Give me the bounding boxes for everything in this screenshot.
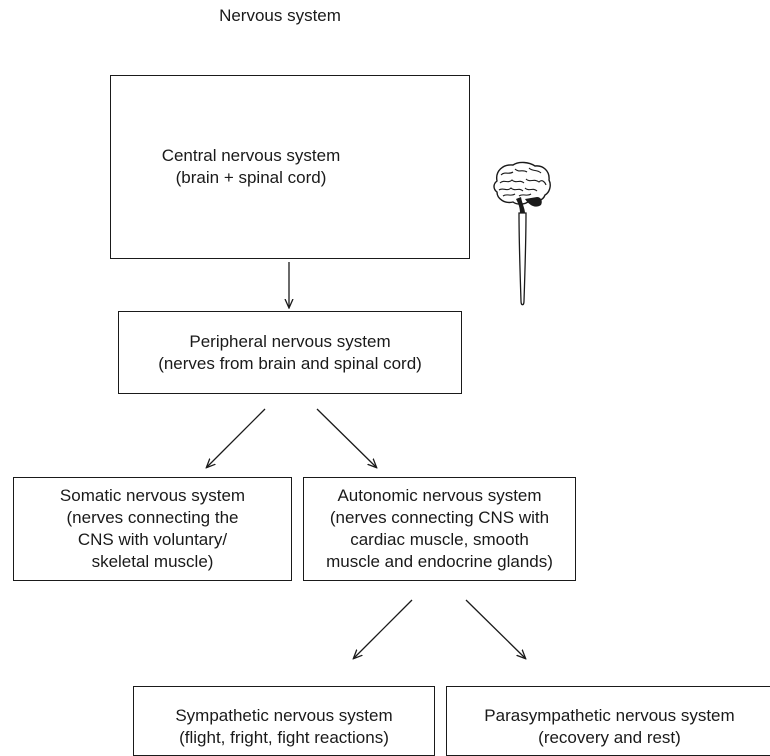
node-label: Autonomic nervous system	[337, 486, 542, 505]
arrow-autonomic-to-parasympathetic	[465, 599, 525, 658]
node-sublabel: (brain + spinal cord)	[175, 168, 327, 187]
node-sublabel: cardiac muscle, smooth	[350, 530, 529, 549]
node-label: Peripheral nervous system	[189, 331, 391, 351]
node-somatic-nervous-system: Somatic nervous system (nerves connectin…	[13, 477, 292, 581]
node-sublabel: (nerves from brain and spinal cord)	[158, 353, 422, 373]
diagram-title: Nervous system	[219, 6, 341, 25]
node-label: Sympathetic nervous system	[175, 706, 393, 725]
node-sublabel: (nerves connecting the	[66, 508, 239, 527]
node-sublabel: (flight, fright, fight reactions)	[179, 728, 389, 747]
node-autonomic-nervous-system: Autonomic nervous system (nerves connect…	[303, 477, 576, 581]
node-label: Somatic nervous system	[59, 486, 246, 505]
node-label: Parasympathetic nervous system	[484, 706, 735, 725]
node-sublabel: (nerves connecting CNS with	[329, 508, 550, 527]
node-sublabel: skeletal muscle)	[91, 552, 214, 571]
node-sublabel: (recovery and rest)	[538, 728, 681, 747]
node-sublabel: muscle and endocrine glands)	[326, 552, 553, 571]
arrow-pns-to-autonomic	[316, 408, 376, 467]
node-central-nervous-system: Central nervous system (brain + spinal c…	[110, 75, 551, 306]
node-peripheral-nervous-system: Peripheral nervous system (nerves from b…	[118, 311, 462, 394]
arrow-pns-to-somatic	[207, 408, 266, 467]
node-sympathetic-nervous-system: Sympathetic nervous system (flight, frig…	[133, 686, 435, 756]
node-sublabel: CNS with voluntary/	[77, 530, 228, 549]
brain-and-spinal-cord-icon	[493, 161, 551, 306]
node-label: Central nervous system	[161, 146, 341, 165]
node-parasympathetic-nervous-system: Parasympathetic nervous system (recovery…	[446, 686, 770, 756]
arrow-autonomic-to-sympathetic	[354, 599, 413, 658]
